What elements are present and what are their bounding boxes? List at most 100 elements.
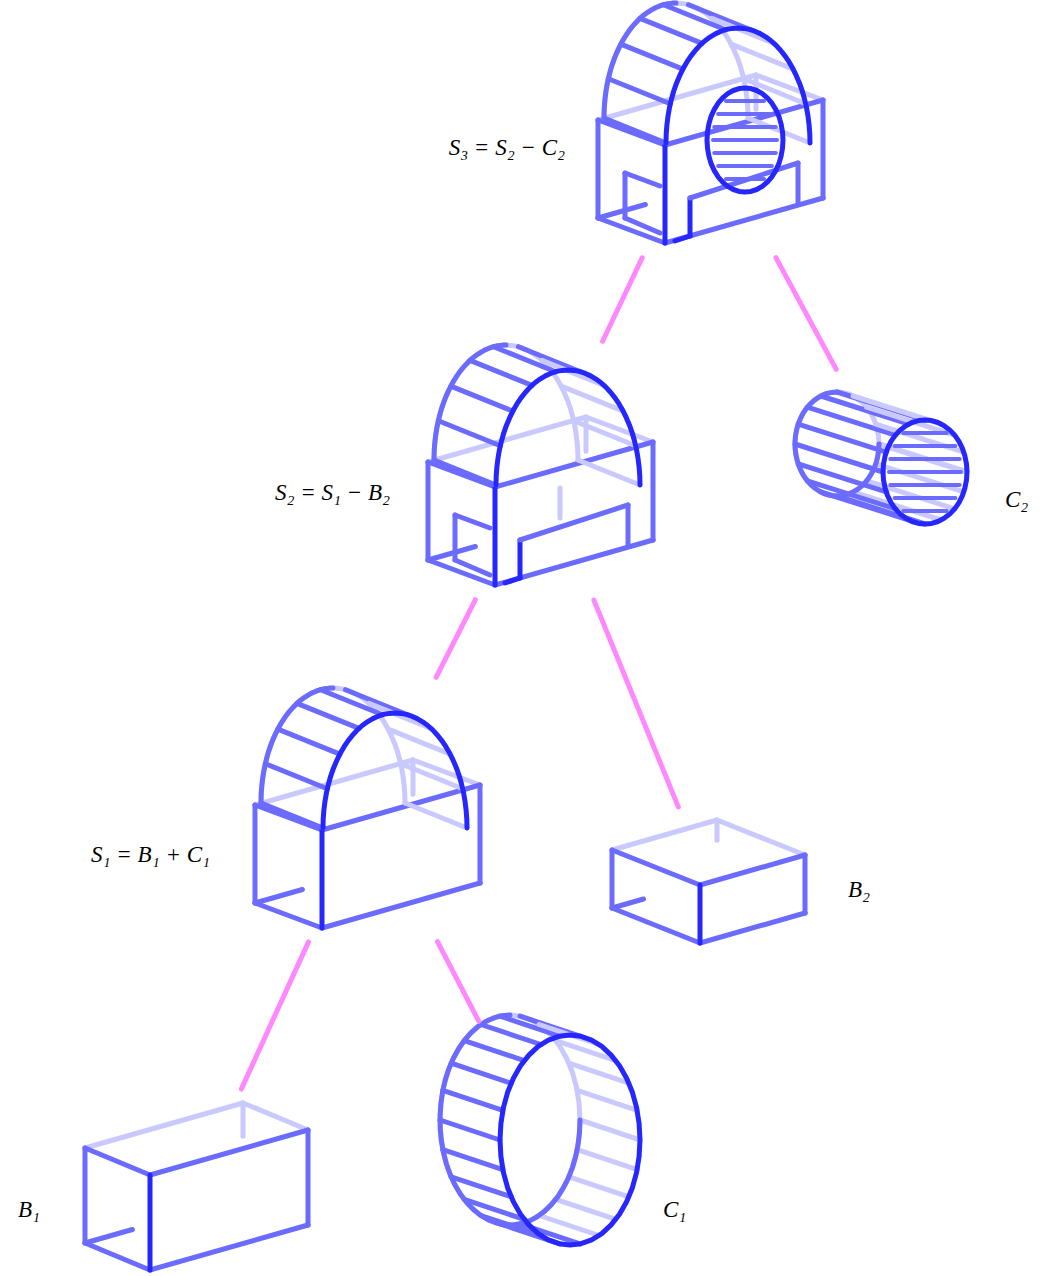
- wire-edge: [322, 883, 480, 928]
- wire-edge: [518, 540, 523, 578]
- wire-edge: [903, 431, 947, 435]
- csg-node: C₂: [793, 380, 970, 527]
- wire-edge: [796, 163, 801, 203]
- wire-edge: [625, 218, 660, 233]
- node-label: C₁: [663, 1197, 686, 1223]
- wire-edge: [426, 462, 431, 560]
- wire-edge: [255, 890, 302, 904]
- wire-edge: [621, 44, 683, 69]
- wire-edge: [493, 487, 498, 585]
- wire-edge: [455, 560, 490, 575]
- wire-edge: [895, 444, 956, 448]
- wire-edge: [663, 145, 668, 243]
- node-label: S₂ = S₁ − B₂: [275, 480, 390, 506]
- wire-edge: [320, 830, 325, 928]
- wire-arc: [883, 420, 967, 524]
- wire-edge: [675, 236, 690, 241]
- wire-edge: [85, 1148, 150, 1175]
- wire-edge: [580, 1120, 640, 1140]
- wire-edge: [322, 785, 480, 830]
- wire-edge: [520, 505, 628, 540]
- wire-arc: [434, 345, 506, 460]
- wire-edge: [243, 1103, 308, 1130]
- wire-edge: [596, 120, 601, 218]
- wire-edge: [440, 1120, 500, 1140]
- wire-edge: [598, 218, 665, 243]
- wire-edge: [598, 205, 645, 219]
- wire-arc: [323, 713, 467, 828]
- wire-edge: [255, 805, 322, 830]
- tree-connector: [776, 258, 836, 370]
- wire-arc: [666, 28, 810, 143]
- wire-edge: [608, 79, 670, 104]
- wire-edge: [253, 805, 258, 903]
- wire-edge: [428, 560, 495, 585]
- node-label: C₂: [1005, 487, 1028, 513]
- wire-edge: [717, 820, 805, 855]
- wire-edge: [890, 457, 959, 461]
- wire-edge: [85, 1230, 132, 1244]
- wire-edge: [577, 1090, 637, 1110]
- tree-connector: [594, 600, 678, 807]
- wire-edge: [443, 1150, 503, 1170]
- wire-edge: [612, 899, 644, 908]
- tree-connector: [241, 942, 308, 1089]
- wire-edge: [713, 138, 777, 142]
- wire-edge: [626, 505, 631, 545]
- wire-edge: [411, 760, 416, 794]
- wire-edge: [150, 1130, 308, 1175]
- wire-edge: [903, 509, 947, 513]
- wire-edge: [580, 1120, 640, 1140]
- wire-edge: [610, 850, 615, 908]
- wire-edge: [598, 120, 665, 145]
- wire-arc: [604, 3, 676, 118]
- wire-edge: [443, 1090, 503, 1110]
- wire-edge: [297, 703, 359, 728]
- wire-edge: [83, 1148, 88, 1243]
- csg-node: S₃ = S₂ − C₂: [580, 5, 830, 247]
- wire-edge: [556, 1199, 616, 1219]
- wire-edge: [700, 855, 805, 885]
- wire-edge: [665, 100, 823, 145]
- wire-edge: [278, 729, 340, 754]
- wire-edge: [623, 173, 628, 218]
- wire-edge: [714, 125, 776, 129]
- wire-arc: [261, 688, 333, 803]
- wire-edge: [578, 460, 640, 485]
- wire-edge: [558, 488, 563, 518]
- wire-edge: [405, 803, 467, 828]
- wire-edge: [85, 1103, 243, 1148]
- wire-edge: [714, 151, 776, 155]
- wire-edge: [85, 1243, 150, 1270]
- csg-node: B₁: [82, 1100, 312, 1272]
- wire-edge: [401, 764, 463, 789]
- wire-edge: [726, 99, 764, 103]
- csg-node: S₂ = S₁ − B₂: [425, 352, 657, 589]
- wire-edge: [640, 18, 702, 43]
- wire-edge: [255, 903, 322, 928]
- tree-connector: [438, 942, 479, 1022]
- wire-edge: [495, 442, 653, 487]
- csg-node: C₁: [437, 1032, 643, 1247]
- wire-edge: [451, 386, 513, 411]
- wire-edge: [306, 1130, 311, 1225]
- node-label: B₂: [848, 877, 870, 903]
- wire-edge: [453, 515, 458, 560]
- wire-edge: [261, 803, 323, 828]
- wire-edge: [438, 421, 500, 446]
- wire-edge: [700, 913, 805, 943]
- wire-edge: [150, 1225, 308, 1270]
- wire-edge: [569, 1177, 629, 1197]
- wire-arc: [707, 88, 783, 192]
- wire-edge: [612, 820, 717, 850]
- wire-edge: [428, 462, 495, 487]
- wire-edge: [890, 483, 959, 487]
- wire-edge: [434, 460, 496, 485]
- wire-edge: [718, 164, 772, 168]
- wire-edge: [604, 118, 666, 143]
- wire-edge: [625, 173, 660, 186]
- wire-arc: [795, 392, 879, 496]
- wire-arc: [496, 370, 640, 485]
- wire-edge: [612, 908, 700, 943]
